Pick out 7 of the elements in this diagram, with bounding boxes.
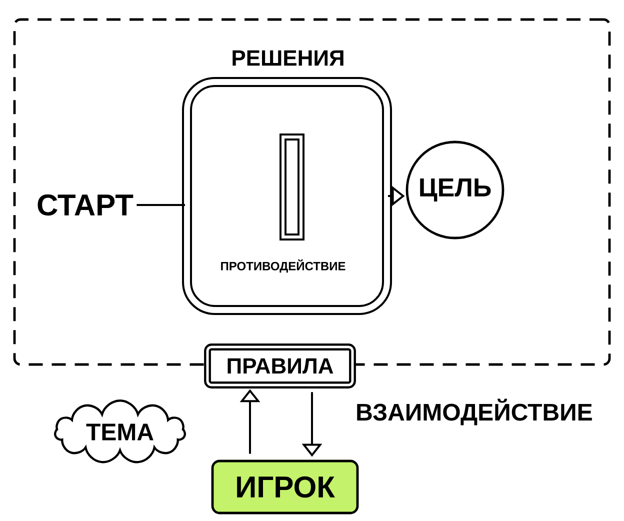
theme-cloud: ТЕМА bbox=[54, 400, 186, 464]
rules-box: ПРАВИЛА bbox=[204, 344, 356, 388]
start-label: СТАРТ bbox=[38, 194, 134, 216]
obstacle-bar bbox=[280, 134, 304, 240]
interaction-label: ВЗАИМОДЕЙСТВИЕ bbox=[357, 398, 592, 426]
node-label: РЕШЕНИЯ bbox=[232, 50, 344, 66]
player-box: ИГРОК bbox=[211, 460, 359, 514]
